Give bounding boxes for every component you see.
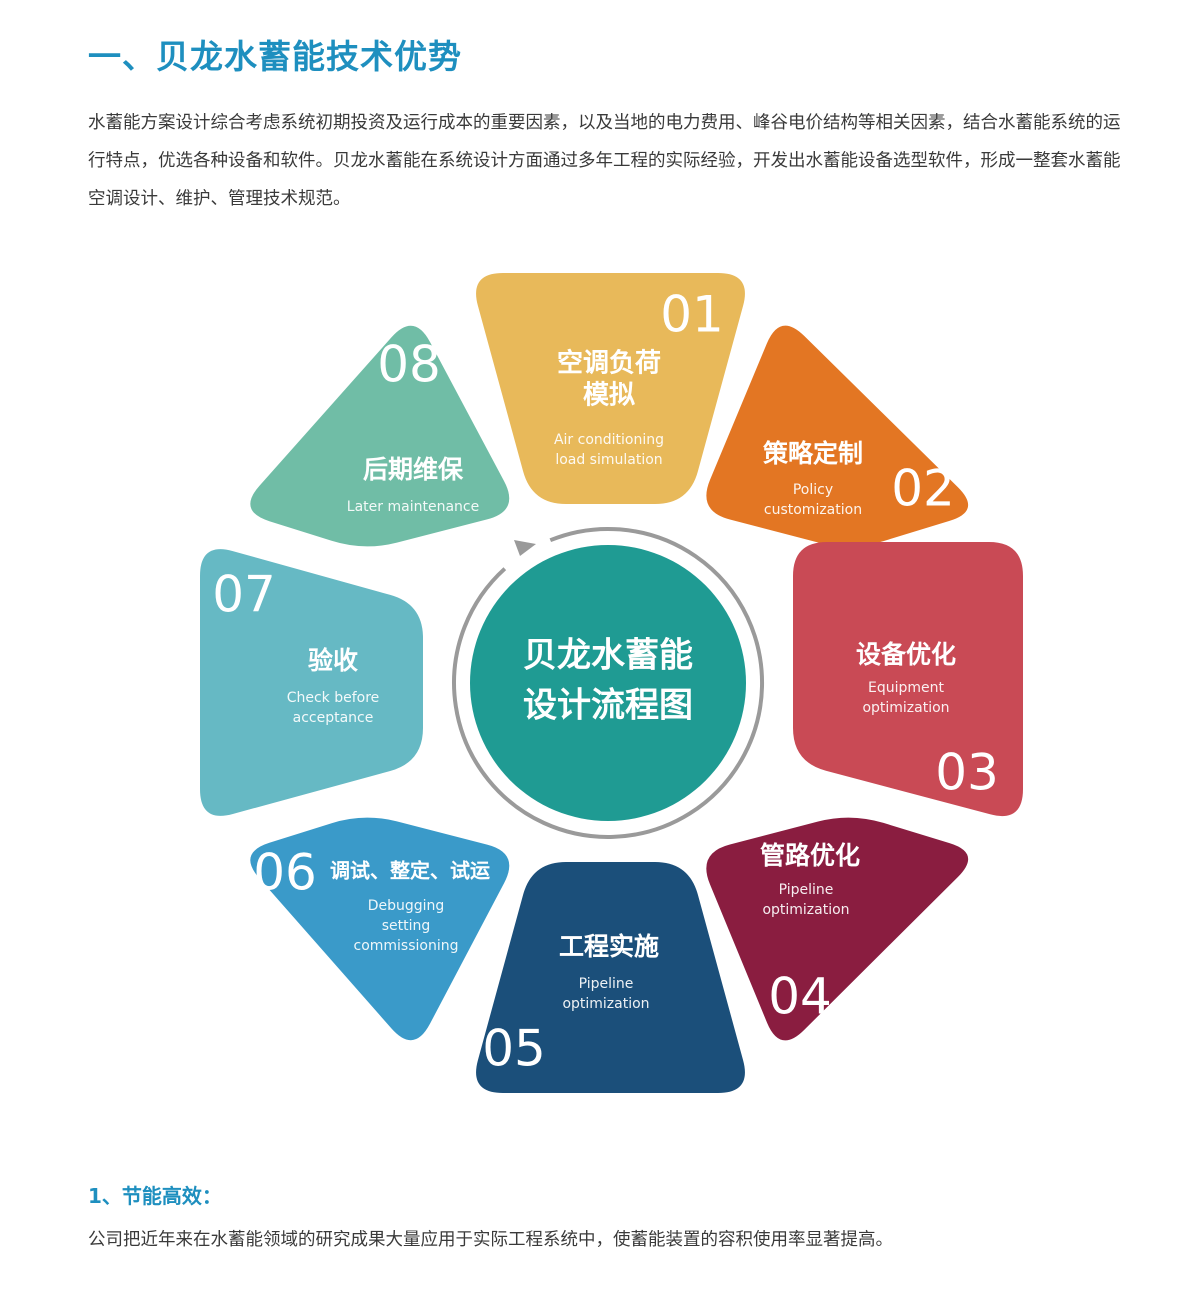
step-subtitle: Check before: [287, 690, 380, 706]
section-title: 1、节能高效：: [88, 1184, 222, 1208]
step-shape: [706, 325, 969, 547]
step-title: 验收: [308, 646, 358, 675]
step-subtitle: customization: [764, 502, 862, 518]
step-number: 03: [935, 744, 999, 802]
step-number: 08: [377, 336, 441, 394]
step-subtitle: Equipment: [868, 680, 945, 696]
step-subtitle: Pipeline: [579, 976, 634, 992]
step-05: 05 工程实施 Pipeline optimization: [476, 862, 745, 1093]
step-subtitle: optimization: [762, 902, 849, 918]
step-number: 06: [253, 844, 317, 902]
step-number: 01: [660, 286, 724, 344]
step-number: 05: [482, 1020, 546, 1078]
intro-paragraph: 水蓄能方案设计综合考虑系统初期投资及运行成本的重要因素，以及当地的电力费用、峰谷…: [88, 113, 1121, 209]
cycle-arrow-ring: [452, 526, 765, 839]
step-subtitle: commissioning: [354, 938, 459, 954]
step-shape: [706, 817, 969, 1041]
step-number: 04: [768, 968, 832, 1026]
step-subtitle: Air conditioning: [554, 432, 664, 448]
center-disc: [470, 545, 746, 821]
step-shape: [250, 325, 510, 547]
step-title: 管路优化: [760, 841, 860, 870]
step-number: 02: [891, 460, 955, 518]
step-subtitle: optimization: [862, 700, 949, 716]
step-subtitle: acceptance: [293, 710, 374, 726]
step-title: 空调负荷: [557, 348, 661, 379]
step-07: 07 验收 Check before acceptance: [200, 549, 423, 816]
step-08: 08 后期维保 Later maintenance: [250, 325, 510, 547]
step-06: 06 调试、整定、试运 Debugging setting commissioning: [250, 817, 510, 1041]
step-number: 07: [212, 566, 276, 624]
step-title: 后期维保: [363, 455, 464, 484]
step-shape: [200, 549, 423, 816]
step-subtitle: Pipeline: [779, 882, 834, 898]
step-title: 工程实施: [559, 932, 659, 961]
step-subtitle: Debugging: [368, 898, 445, 914]
step-subtitle: setting: [382, 918, 431, 934]
cycle-arrow-head-icon: [514, 540, 536, 556]
step-shape: [793, 542, 1023, 817]
step-02: 02 策略定制 Policy customization: [706, 325, 969, 547]
step-subtitle: optimization: [562, 996, 649, 1012]
step-subtitle: load simulation: [555, 452, 662, 468]
page-title: 一、贝龙水蓄能技术优势: [88, 37, 462, 76]
step-shape: [476, 273, 745, 504]
section-paragraph: 公司把近年来在水蓄能领域的研究成果大量应用于实际工程系统中，使蓄能装置的容积使用…: [88, 1230, 893, 1250]
center-title-line1: 贝龙水蓄能: [523, 636, 693, 676]
step-title: 策略定制: [763, 439, 863, 468]
step-subtitle: Policy: [793, 482, 833, 498]
center-title-line2: 设计流程图: [523, 686, 693, 726]
step-title: 调试、整定、试运: [330, 859, 490, 883]
step-04: 04 管路优化 Pipeline optimization: [706, 817, 969, 1041]
step-subtitle: Later maintenance: [347, 499, 479, 515]
step-title: 模拟: [583, 381, 635, 411]
step-shape: [250, 817, 510, 1041]
step-03: 03 设备优化 Equipment optimization: [793, 542, 1023, 817]
step-shape: [476, 862, 745, 1093]
step-title: 设备优化: [856, 640, 956, 669]
